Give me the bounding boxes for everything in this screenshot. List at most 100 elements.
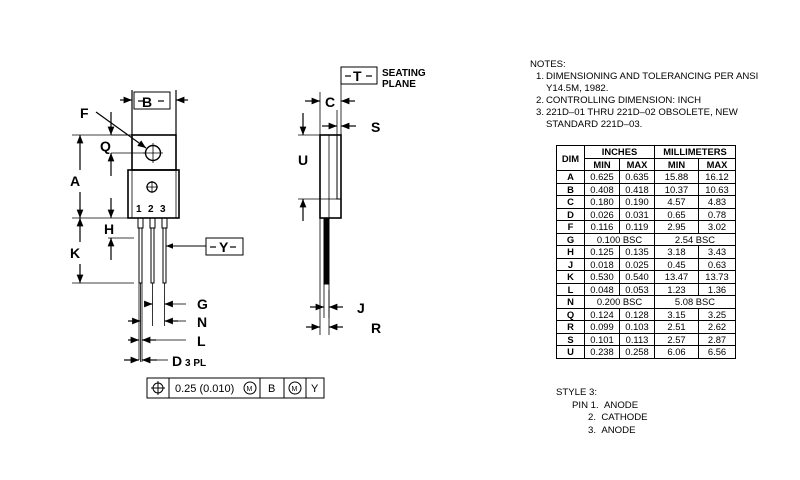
table-cell-mm-min: 0.65 xyxy=(654,207,699,221)
label-j: J xyxy=(357,300,365,316)
table-cell-in-max: 0.418 xyxy=(619,182,655,196)
table-cell-mm-max: 4.83 xyxy=(698,195,736,209)
table-cell-in-min: 0.530 xyxy=(584,270,620,284)
table-cell-mm-bsc: 2.54 BSC xyxy=(654,232,736,246)
note-1: 1.DIMENSIONING AND TOLERANCING PER ANSI … xyxy=(536,71,790,95)
label-d-suffix: 3 PL xyxy=(185,358,206,369)
side-lead xyxy=(323,217,330,285)
table-cell-mm-min: 2.51 xyxy=(654,320,699,334)
table-cell-mm-max: 1.36 xyxy=(698,282,736,296)
label-q: Q xyxy=(100,138,111,154)
package-drawing: B F Q A H K Y 1 2 3 G N L D 3 PL 0.25 (0… xyxy=(70,66,426,399)
header-millimeters: MILLIMETERS xyxy=(654,145,736,159)
table-cell-dim: L xyxy=(556,282,585,296)
style-title: STYLE 3: xyxy=(556,387,598,398)
side-body xyxy=(319,134,342,219)
style-pin-1-name: ANODE xyxy=(604,399,639,411)
table-cell-mm-max: 13.73 xyxy=(698,270,736,284)
tolerance-value: 0.25 (0.010) xyxy=(175,383,234,395)
seating-plane-label-2: PLANE xyxy=(382,79,416,90)
front-view xyxy=(72,90,325,399)
header-in-max: MAX xyxy=(619,157,655,171)
position-symbol-icon xyxy=(151,381,165,395)
lead-2 xyxy=(150,227,155,284)
table-cell-mm-min: 6.06 xyxy=(654,345,699,359)
dimension-table: DIM INCHES MILLIMETERS MIN MAX MIN MAX A… xyxy=(556,145,736,359)
style-pin-3-label: 3. xyxy=(588,424,597,436)
style-pin-2-name: CATHODE xyxy=(601,412,648,423)
style-pin-1: PIN 1. ANODE xyxy=(556,400,648,413)
table-cell-mm-min: 0.45 xyxy=(654,257,699,271)
table-cell-mm-max: 3.02 xyxy=(698,220,736,234)
lead-3 xyxy=(162,227,167,284)
table-header-row-2: MIN MAX MIN MAX xyxy=(557,157,736,171)
label-l: L xyxy=(197,333,206,349)
table-cell-in-max: 0.635 xyxy=(619,170,655,184)
note-2-number: 2. xyxy=(536,95,545,106)
table-cell-mm-bsc: 5.08 BSC xyxy=(654,295,736,309)
table-header-row-1: DIM INCHES MILLIMETERS xyxy=(556,145,736,171)
label-d: D xyxy=(172,353,182,369)
table-cell-mm-min: 13.47 xyxy=(654,270,699,284)
lead-1-shoulder xyxy=(137,217,144,229)
table-cell-dim: U xyxy=(556,345,585,359)
table-cell-mm-max: 2.62 xyxy=(698,320,736,334)
table-cell-in-max: 0.113 xyxy=(619,332,655,346)
note-1-number: 1. xyxy=(536,71,545,82)
note-3-number: 3. xyxy=(536,107,545,118)
table-cell-in-bsc: 0.200 BSC xyxy=(584,295,655,309)
table-cell-in-max: 0.190 xyxy=(619,195,655,209)
header-mm-min: MIN xyxy=(654,157,699,171)
datum-b-frame xyxy=(133,91,171,110)
label-k: K xyxy=(70,245,80,261)
table-cell-dim: S xyxy=(556,332,585,346)
header-mm-max: MAX xyxy=(698,157,736,171)
lead-3-shoulder xyxy=(161,217,168,229)
tolerance-ref-y: Y xyxy=(311,383,319,395)
table-cell-dim: G xyxy=(556,232,585,246)
table-cell-in-max: 0.540 xyxy=(619,270,655,284)
table-cell-mm-min: 2.95 xyxy=(654,220,699,234)
table-cell-mm-min: 10.37 xyxy=(654,182,699,196)
header-in-min: MIN xyxy=(584,157,620,171)
label-c: C xyxy=(325,94,335,110)
table-cell-in-max: 0.258 xyxy=(619,345,655,359)
table-cell-mm-min: 3.18 xyxy=(654,245,699,259)
style-block: STYLE 3: PIN 1. ANODE 2. CATHODE 3. ANOD… xyxy=(556,387,648,437)
table-cell-dim: F xyxy=(556,220,585,234)
label-u: U xyxy=(298,152,308,168)
table-cell-in-min: 0.101 xyxy=(584,332,620,346)
table-cell-in-min: 0.099 xyxy=(584,320,620,334)
lead-1 xyxy=(138,227,143,284)
table-cell-in-bsc: 0.100 BSC xyxy=(584,232,655,246)
side-tab xyxy=(336,134,342,200)
table-cell-mm-max: 0.63 xyxy=(698,257,736,271)
table-cell-dim: Q xyxy=(556,307,585,321)
table-cell-in-min: 0.048 xyxy=(584,282,620,296)
tolerance-frame xyxy=(146,377,325,399)
table-cell-mm-max: 3.43 xyxy=(698,245,736,259)
label-n: N xyxy=(197,314,207,330)
table-cell-in-min: 0.238 xyxy=(584,345,620,359)
table-cell-in-max: 0.103 xyxy=(619,320,655,334)
table-cell-mm-max: 10.63 xyxy=(698,182,736,196)
datum-y-frame xyxy=(205,237,244,256)
f-leader xyxy=(95,111,147,149)
label-r: R xyxy=(371,320,381,336)
table-cell-in-max: 0.128 xyxy=(619,307,655,321)
label-h: H xyxy=(104,221,114,237)
table-cell-dim: D xyxy=(556,207,585,221)
notes-list: 1.DIMENSIONING AND TOLERANCING PER ANSI … xyxy=(530,71,790,131)
table-cell-dim: C xyxy=(556,195,585,209)
table-cell-dim: B xyxy=(556,182,585,196)
table-cell-mm-min: 3.15 xyxy=(654,307,699,321)
